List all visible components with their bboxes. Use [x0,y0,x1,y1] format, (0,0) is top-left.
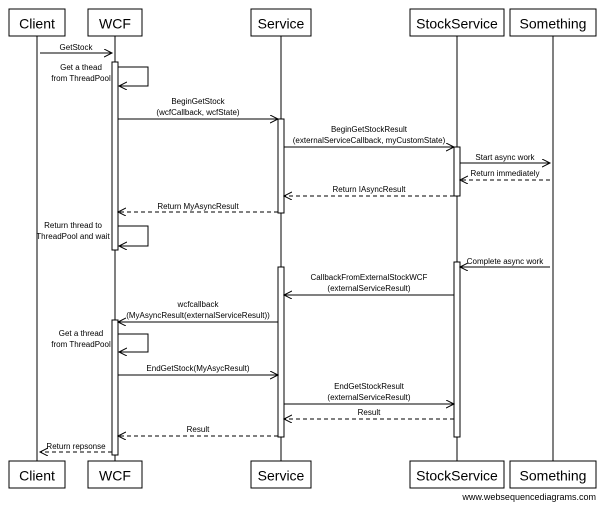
message-label: BeginGetStock [171,97,225,106]
message-label: Get a thread [59,329,103,338]
message-label: BeginGetStockResult [331,125,408,134]
activation-bar-wcf [111,319,119,456]
message-label: Complete async work [467,257,544,266]
message-label: from ThreadPool [51,74,111,83]
message-label: from ThreadPool [51,340,111,349]
message-label: Return repsonse [46,442,106,451]
message-label: Return MyAsyncResult [157,202,239,211]
participant-service-bottom: Service [250,460,312,489]
message-label: Get a thead [60,63,102,72]
message-label: Return IAsyncResult [333,185,407,194]
participant-box [8,8,66,37]
message: EndGetStockResult (externalServiceResult) [284,382,454,404]
message: BeginGetStock (wcfCallback, wcfState) [118,97,278,119]
participant-label: Something [520,468,587,484]
activation-bar-service [277,266,285,438]
message-arrow [118,66,149,86]
participant-box [8,460,66,489]
message: GetStock [40,43,112,53]
message: Complete async work [460,257,550,267]
message-label: (externalServiceResult) [327,393,410,402]
participant-stockservice-top: StockService [409,8,505,37]
participant-service-top: Service [250,8,312,37]
participant-something-top: Something [509,8,597,37]
message-label: Result [358,408,381,417]
activation-bar-service [277,118,285,214]
message: Return repsonse [40,442,112,452]
message: Return immediately [460,169,550,180]
activation-bars [111,61,461,456]
participant-wcf-top: WCF [87,8,143,37]
participant-label: WCF [99,16,131,32]
message-label: (MyAsyncResult(externalServiceResult)) [126,311,270,320]
participant-box [250,460,312,489]
participants: ClientClientWCFWCFServiceServiceStockSer… [8,8,597,489]
participant-label: Service [258,468,305,484]
message-label: CallbackFromExternalStockWCF [311,273,428,282]
message: Return thread to ThreadPool and wait [36,221,149,246]
participant-box [250,8,312,37]
participant-label: Client [19,16,55,32]
message-label: Start async work [475,153,535,162]
footer-credit: www.websequencediagrams.com [461,492,596,502]
message-label: Return immediately [471,169,540,178]
message: EndGetStock(MyAsycResult) [118,364,278,375]
participant-label: Something [520,16,587,32]
participant-box [409,8,505,37]
message-label: EndGetStockResult [334,382,405,391]
message-label: (externalServiceResult) [327,284,410,293]
message-label: GetStock [60,43,94,52]
participant-something-bottom: Something [509,460,597,489]
participant-box [87,8,143,37]
message: Return MyAsyncResult [118,202,278,212]
message: Start async work [460,153,550,163]
message-label: Result [187,425,210,434]
message: Result [118,425,278,436]
message: Result [284,408,454,419]
participant-client-top: Client [8,8,66,37]
participant-label: WCF [99,468,131,484]
participant-client-bottom: Client [8,460,66,489]
message: Get a thread from ThreadPool [51,329,149,352]
participant-box [87,460,143,489]
message: Return IAsyncResult [284,185,454,196]
participant-label: Service [258,16,305,32]
participant-label: StockService [416,16,498,32]
message-label: (wcfCallback, wcfState) [156,108,239,117]
participant-stockservice-bottom: StockService [409,460,505,489]
participant-label: StockService [416,468,498,484]
message: wcfcallback (MyAsyncResult(externalServic… [118,300,278,322]
message-label: ThreadPool and wait [36,232,110,241]
message-label: EndGetStock(MyAsycResult) [146,364,249,373]
message: CallbackFromExternalStockWCF (externalSer… [284,273,454,295]
participant-label: Client [19,468,55,484]
participant-box [509,460,597,489]
activation-bar-stockservice [453,146,461,197]
message-label: wcfcallback [177,300,220,309]
message-arrow [118,333,149,352]
message-arrow [118,225,149,246]
participant-box [509,8,597,37]
message-label: Return thread to [44,221,102,230]
message: BeginGetStockResult (externalServiceCallb… [284,125,454,147]
activation-bar-stockservice [453,261,461,438]
participant-wcf-bottom: WCF [87,460,143,489]
message-label: (externalServiceCallback, myCustomState) [293,136,446,145]
message: Get a thead from ThreadPool [51,63,149,86]
activation-bar-wcf [111,61,119,251]
participant-box [409,460,505,489]
